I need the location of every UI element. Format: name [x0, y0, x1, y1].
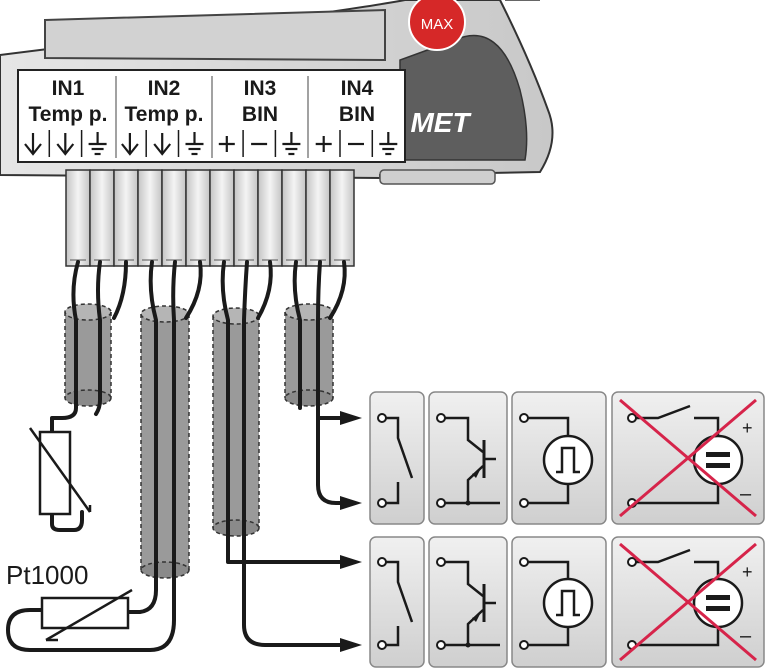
- open-collector-tile: [428, 536, 508, 668]
- terminal-slot: [329, 169, 355, 267]
- terminal-slot: [233, 169, 259, 267]
- pin-symbol-temp: [153, 133, 172, 156]
- terminal-slot: [185, 169, 211, 267]
- brand-logo: MET: [410, 107, 472, 138]
- in1-type: Temp p.: [29, 103, 108, 126]
- pulse-source-tile: [511, 391, 607, 525]
- in2-wire-b: [6, 260, 177, 652]
- max-badge-label: MAX: [421, 16, 454, 33]
- terminal-slot: [89, 169, 115, 267]
- cable-shields: [64, 303, 334, 579]
- in4-type: BIN: [339, 103, 375, 126]
- switch-contact-tile: [369, 391, 425, 525]
- in1-wire-shield: [112, 260, 128, 320]
- in1-wire-a: [50, 260, 80, 434]
- svg-text:+: +: [742, 418, 753, 438]
- in3-name: IN3: [244, 77, 277, 100]
- arrow-in4-plus: [340, 411, 362, 425]
- in3-wire-plus: [220, 260, 252, 564]
- in1-pt-sensor: [28, 427, 92, 516]
- svg-text:–: –: [740, 625, 752, 647]
- arrowheads: [250, 411, 362, 652]
- in3-type: BIN: [242, 103, 278, 126]
- in3-cable-shield: [212, 307, 260, 537]
- sensor-label: Pt1000: [6, 560, 88, 590]
- pin-symbol-gnd: [282, 132, 301, 156]
- voltage-source-forbidden-tile: + –: [611, 391, 765, 525]
- in4-wire-minus: [316, 260, 347, 505]
- in2-wire-shield: [184, 260, 203, 320]
- in4-wire-plus: [292, 260, 302, 410]
- in3-wire-shield: [256, 260, 273, 320]
- arrow-in4-minus: [340, 496, 362, 510]
- in2-wire-a: [126, 260, 158, 614]
- svg-text:+: +: [742, 562, 753, 582]
- in3-wire-minus: [242, 260, 342, 647]
- in2-name: IN2: [148, 77, 181, 100]
- pulse-source-tile: [511, 536, 607, 668]
- in1-wire-down: [50, 510, 84, 532]
- terminal-slot: [137, 169, 163, 267]
- in4-wire-shield: [328, 260, 347, 320]
- terminal-slot: [281, 169, 307, 267]
- pin-symbol-gnd: [88, 132, 107, 156]
- voltage-source-forbidden-tile: + –: [611, 536, 765, 668]
- terminal-slot: [257, 169, 283, 267]
- svg-text:–: –: [740, 483, 752, 505]
- in2-type: Temp p.: [125, 103, 204, 126]
- pin-symbol-gnd: [379, 132, 398, 156]
- open-collector-tile: [428, 391, 508, 525]
- pin-symbol-plus: [315, 136, 332, 152]
- switch-contact-tile: [369, 536, 425, 668]
- in1-name: IN1: [52, 77, 85, 100]
- terminal-label-plate: IN1 Temp p. IN2 Temp p. IN3 BIN IN4 BIN: [17, 69, 406, 163]
- pin-symbol-temp: [56, 133, 75, 156]
- in4-name: IN4: [341, 77, 374, 100]
- pin-symbol-plus: [218, 136, 235, 152]
- terminal-slot: [161, 169, 187, 267]
- arrow-in3-minus: [340, 638, 362, 652]
- pin-symbol-temp: [121, 133, 139, 156]
- in1-wire-b: [94, 260, 102, 416]
- terminal-slot: [305, 169, 331, 267]
- device-row-in3: + –: [369, 536, 765, 668]
- in2-pt-sensor: [40, 588, 133, 642]
- in2-cable-shield: [140, 305, 190, 579]
- device-row-in4: + –: [369, 391, 765, 525]
- terminal-pin-symbols: [24, 130, 398, 157]
- in4-cable-shield: [284, 303, 334, 407]
- terminal-slot: [65, 169, 91, 267]
- pin-symbol-gnd: [185, 132, 204, 156]
- terminal-slot: [209, 169, 235, 267]
- pin-symbol-temp: [24, 133, 42, 156]
- max-badge: MAX: [408, 0, 466, 51]
- arrow-in3-plus: [340, 555, 362, 569]
- wires: [6, 260, 347, 652]
- in1-cable-shield: [64, 303, 112, 407]
- terminal-slot: [113, 169, 139, 267]
- terminal-block: [65, 169, 355, 267]
